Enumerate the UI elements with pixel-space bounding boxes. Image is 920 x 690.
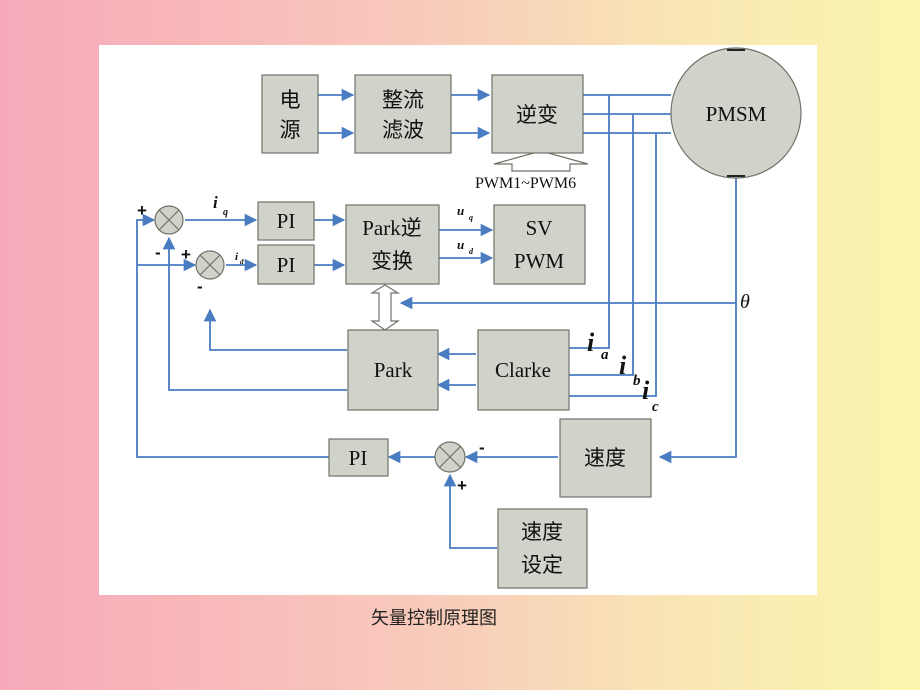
sum-speed-plus-sign: +	[457, 476, 467, 495]
inverse-park-label-line2: 变换	[371, 249, 413, 273]
svpwm-block: SV PWM	[493, 204, 586, 285]
theta-label: θ	[740, 291, 750, 313]
pwm-arrow	[493, 150, 589, 172]
inverter-label: 逆变	[516, 103, 558, 127]
speed-pi-block: PI	[328, 438, 389, 477]
power-label-line2: 源	[280, 118, 301, 142]
speed-setpoint-label-line1: 速度	[521, 520, 563, 544]
control-block-diagram: 电 源 整流 滤波 逆变 PMSM PI PI Park逆 变换 SV PWM …	[136, 47, 802, 589]
ud-subscript: d	[469, 247, 474, 256]
uq-subscript: q	[469, 213, 473, 222]
power-block: 电 源	[261, 74, 319, 154]
ud-label: u d	[457, 237, 474, 256]
summing-junction-d	[195, 250, 225, 280]
hollow-arrows	[369, 150, 589, 331]
clarke-label: Clarke	[495, 358, 551, 382]
summing-junction-speed	[434, 441, 466, 473]
signal-lines	[136, 88, 737, 549]
svpwm-label-line2: PWM	[514, 249, 565, 273]
pi-d-label: PI	[277, 253, 296, 277]
sum-d-minus-sign: -	[197, 277, 203, 296]
ib-subscript: b	[633, 373, 641, 389]
ic-symbol: i	[642, 376, 650, 405]
ia-label: i a	[587, 328, 609, 363]
summing-junction-q	[154, 205, 184, 235]
pmsm-motor: PMSM	[670, 47, 802, 179]
pwm-signals-label: PWM1~PWM6	[475, 175, 576, 192]
uq-symbol: u	[457, 203, 464, 218]
rectifier-label-line2: 滤波	[382, 118, 424, 142]
clarke-block: Clarke	[477, 329, 570, 411]
inverse-park-label-line1: Park逆	[362, 216, 422, 240]
sum-speed-minus-sign: -	[479, 438, 485, 457]
ic-label: i c	[642, 376, 659, 415]
speed-label: 速度	[584, 446, 626, 470]
ib-symbol: i	[619, 351, 627, 380]
rectifier-label-line1: 整流	[382, 88, 424, 112]
power-label-line1: 电	[280, 88, 301, 112]
sum-q-minus-sign: -	[155, 243, 161, 262]
speed-setpoint-label-line2: 设定	[521, 553, 563, 577]
speed-block: 速度	[559, 418, 652, 498]
park-double-arrow	[369, 284, 401, 331]
ib-label: i b	[619, 351, 641, 389]
iq-symbol: i	[213, 193, 218, 212]
pi-q-label: PI	[277, 209, 296, 233]
diagram-panel: 电 源 整流 滤波 逆变 PMSM PI PI Park逆 变换 SV PWM …	[99, 45, 817, 595]
uq-label: u q	[457, 203, 473, 222]
id-symbol: i	[235, 251, 239, 263]
sum-d-plus-sign: +	[181, 245, 191, 264]
svpwm-label-line1: SV	[526, 216, 553, 240]
motor-label: PMSM	[706, 102, 767, 126]
pi-q-block: PI	[257, 201, 315, 241]
ic-subscript: c	[652, 399, 659, 415]
speed-setpoint-block: 速度 设定	[497, 508, 588, 589]
ud-symbol: u	[457, 237, 464, 252]
rectifier-block: 整流 滤波	[354, 74, 452, 154]
iq-subscript: q	[223, 207, 228, 218]
figure-caption: 矢量控制原理图	[371, 608, 497, 629]
id-subscript: d	[240, 258, 244, 266]
ia-symbol: i	[587, 328, 595, 357]
inverse-park-block: Park逆 变换	[345, 204, 440, 285]
iq-label: i q	[213, 193, 228, 218]
inverter-block: 逆变	[491, 74, 584, 154]
speed-pi-label: PI	[349, 446, 368, 470]
park-label: Park	[374, 358, 413, 382]
id-label: i d	[235, 251, 244, 266]
sum-q-plus-sign: +	[137, 201, 147, 220]
ia-subscript: a	[601, 347, 609, 363]
pi-d-block: PI	[257, 244, 315, 285]
park-block: Park	[347, 329, 439, 411]
